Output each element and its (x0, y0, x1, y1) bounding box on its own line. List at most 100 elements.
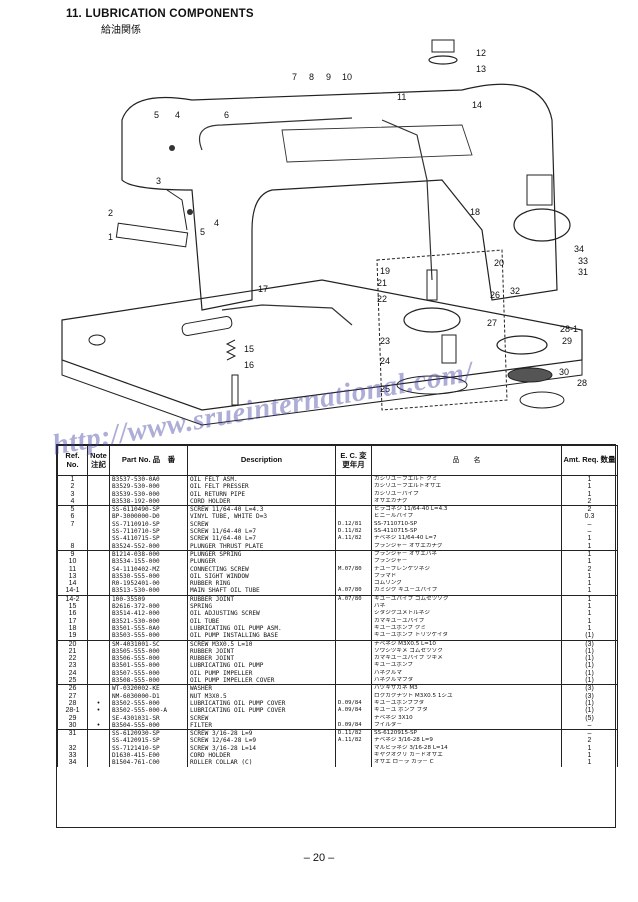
cell-desc: RUBBER RING (187, 580, 336, 588)
cell-desc: LUBRICATING OIL PUMP (187, 662, 336, 670)
cell-amt: – (561, 520, 618, 529)
cell-note (87, 744, 110, 752)
cell-note (87, 610, 110, 618)
callout-10: 10 (342, 72, 352, 82)
cell-note (87, 617, 110, 625)
col-part-no: Part No. 品 番 (109, 445, 188, 476)
cell-note (87, 520, 110, 529)
cell-part: B3513-530-000 (109, 587, 188, 596)
cell-part: SS-4110715-SP (109, 535, 188, 543)
callout-28: 28 (577, 378, 587, 388)
cell-desc: FILTER (187, 721, 336, 730)
cell-ec: A.09/84 (335, 707, 372, 715)
cell-note (87, 655, 110, 663)
cell-ec (335, 677, 372, 685)
cell-note (87, 483, 110, 491)
cell-ec (335, 542, 372, 551)
cell-ec (335, 714, 372, 722)
callout-14: 14 (472, 100, 482, 110)
section-title: 11. LUBRICATION COMPONENTS (66, 8, 254, 20)
cell-note (87, 692, 110, 700)
cell-amt: 2 (561, 505, 618, 514)
cell-ref: 33 (57, 751, 88, 760)
cell-part: WT-0320002-KE (109, 684, 188, 693)
callout-22: 22 (377, 294, 387, 304)
callout-15: 15 (244, 344, 254, 354)
cell-note (87, 565, 110, 573)
callout-28-1: 28-1 (560, 324, 578, 334)
cell-desc: SCREW 3/16-28 L=9 (187, 729, 336, 738)
cell-ref: 14-1 (57, 587, 88, 596)
cell-ec: A.07/80 (335, 594, 372, 604)
cell-amt: 1 (561, 587, 618, 596)
cell-ec (335, 513, 372, 521)
cell-amt: (1) (561, 662, 618, 670)
cell-ec (335, 572, 372, 581)
cell-note (87, 490, 110, 498)
cell-note (87, 572, 110, 581)
cell-amt: 1 (561, 535, 618, 543)
cell-part: B3504-555-000 (109, 721, 188, 730)
cell-amt: (1) (561, 632, 618, 641)
cell-jp: カシリユ－パイプ (371, 490, 562, 498)
cell-ec (335, 497, 372, 506)
col-jp-name: 品 名 (371, 445, 562, 476)
cell-desc: OIL FELT PRESSER (187, 483, 336, 491)
cell-desc: SCREW 3/16-28 L=14 (187, 744, 336, 752)
exploded-parts-diagram: 1 2 3 4 4 5 5 6 7 8 9 10 11 12 13 14 15 … (22, 30, 622, 440)
cell-ref: 9 (57, 549, 88, 559)
cell-jp: ゴムリング (371, 580, 562, 588)
cell-amt: (3) (561, 692, 618, 700)
cell-part: SS-6110490-SP (109, 505, 188, 514)
cell-ec: D.11/82 (335, 528, 372, 536)
cell-jp: キユ－ユパイプ ゴムセツゾク (371, 594, 562, 604)
cell-amt: 1 (561, 617, 618, 625)
cell-jp: プラマド (371, 572, 562, 581)
callout-18: 18 (470, 207, 480, 217)
cell-desc: CORD HOLDER (187, 497, 336, 506)
cell-part: SM-4031001-SC (109, 639, 188, 648)
cell-amt: 1 (561, 490, 618, 498)
cell-ec (335, 751, 372, 760)
cell-jp: カマキユ－ユパイプ (371, 617, 562, 625)
cell-ref: 27 (57, 692, 88, 700)
cell-ec (335, 483, 372, 491)
cell-amt: (1) (561, 707, 618, 715)
cell-jp: キユ－ユポンプフタ (371, 699, 562, 708)
cell-note (87, 549, 110, 559)
cell-ref: 29 (57, 714, 88, 722)
cell-ec: M.07/80 (335, 565, 372, 573)
cell-ref (57, 528, 88, 536)
parts-list-table: Ref. No. Note 注記 Part No. 品 番 Descriptio… (56, 444, 618, 828)
callout-16: 16 (244, 360, 254, 370)
cell-jp: ハネグルマフタ (371, 677, 562, 685)
cell-note (87, 632, 110, 641)
cell-note (87, 580, 110, 588)
cell-note (87, 603, 110, 611)
callout-12: 12 (476, 48, 486, 58)
cell-ec (335, 505, 372, 514)
cell-ref (57, 737, 88, 745)
callout-3: 3 (156, 176, 161, 186)
cell-note (87, 759, 110, 767)
cell-amt: 1 (561, 751, 618, 760)
cell-jp: プランジャ－ オサエバネ (371, 549, 562, 559)
